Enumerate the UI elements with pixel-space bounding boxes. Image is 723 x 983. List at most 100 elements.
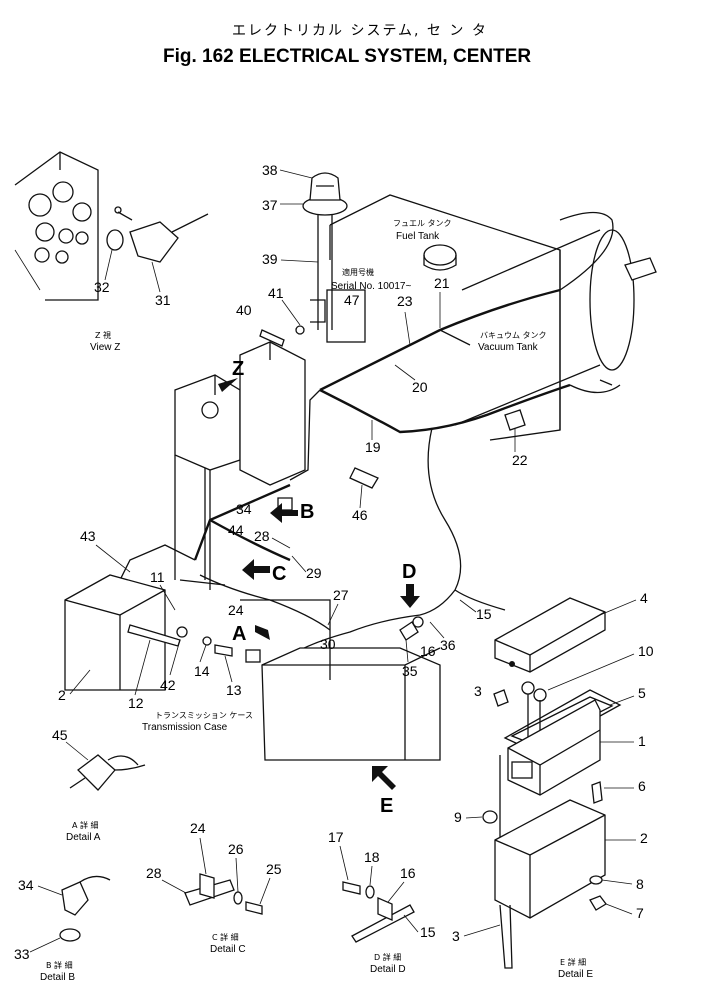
dashboard-panel-view-z xyxy=(14,151,209,301)
part-number-17: 17 xyxy=(328,829,344,845)
switch-22 xyxy=(504,409,526,431)
title-japanese: エレクトリカル システム, セ ン タ xyxy=(232,23,488,39)
switch-31 xyxy=(129,221,179,263)
washer-33 xyxy=(59,928,81,942)
washer-8 xyxy=(589,875,603,885)
view-letter-d: D xyxy=(402,561,416,583)
part-number-20: 20 xyxy=(412,379,428,395)
part-number-3e: 3 xyxy=(452,928,460,944)
part-number-42: 42 xyxy=(160,677,176,693)
part-number-47: 47 xyxy=(344,292,360,308)
arrow-z xyxy=(218,378,238,392)
beacon-lamp xyxy=(302,172,348,330)
battery-cover-4 xyxy=(494,597,606,673)
sensor-34 xyxy=(59,875,111,942)
part-number-10: 10 xyxy=(638,643,654,659)
clamp-assembly-d xyxy=(342,881,415,943)
washer-14 xyxy=(202,636,212,646)
detail-d-label-jp: D 詳 細 xyxy=(374,952,401,962)
vacuum-tank-label-jp: バキュウム タンク xyxy=(480,331,547,340)
part-number-2: 2 xyxy=(58,687,66,703)
sensor-46 xyxy=(349,467,379,489)
part-number-24: 24 xyxy=(228,602,244,618)
detail-b-label: Detail B xyxy=(40,972,75,983)
view-letter-z: Z xyxy=(232,358,244,380)
view-letter-b: B xyxy=(300,501,314,523)
detail-e-label: Detail E xyxy=(558,969,593,980)
part-number-4: 4 xyxy=(640,590,648,606)
nut-7 xyxy=(589,895,607,911)
bolt-25 xyxy=(245,901,263,915)
part-number-34b: 34 xyxy=(18,877,34,893)
part-number-24c: 24 xyxy=(190,820,206,836)
view-z-label: View Z xyxy=(90,342,120,353)
part-number-28c: 28 xyxy=(146,865,162,881)
part-number-38: 38 xyxy=(262,162,278,178)
part-number-16: 16 xyxy=(420,643,436,659)
serial-box xyxy=(326,289,366,343)
detail-a-label: Detail A xyxy=(66,832,101,843)
view-letter-a: A xyxy=(232,623,246,645)
washer-18 xyxy=(365,885,375,899)
battery-case-2 xyxy=(494,799,606,919)
part-number-26: 26 xyxy=(228,841,244,857)
part-number-15: 15 xyxy=(476,606,492,622)
part-number-25: 25 xyxy=(266,861,282,877)
part-number-22: 22 xyxy=(512,452,528,468)
part-number-45: 45 xyxy=(52,727,68,743)
part-number-18: 18 xyxy=(364,849,380,865)
part-number-43: 43 xyxy=(80,528,96,544)
bolt-17 xyxy=(342,881,361,895)
part-number-15d: 15 xyxy=(420,924,436,940)
serial-label: Serial No. 10017~ xyxy=(331,281,411,292)
washer-26 xyxy=(233,891,243,905)
clip-16d xyxy=(377,897,393,921)
part-number-30: 30 xyxy=(320,636,336,652)
fuel-tank-label-jp: フュエル タンク xyxy=(393,219,452,228)
battery-1 xyxy=(507,699,601,796)
part-number-19: 19 xyxy=(365,439,381,455)
part-number-33: 33 xyxy=(14,946,30,962)
fuel-tank xyxy=(329,194,657,441)
part-number-34: 34 xyxy=(236,501,252,517)
fuel-tank-label: Fuel Tank xyxy=(396,231,440,242)
part-number-37: 37 xyxy=(262,197,278,213)
part-number-1: 1 xyxy=(638,733,646,749)
part-number-31: 31 xyxy=(155,292,171,308)
part-number-6: 6 xyxy=(638,778,646,794)
serial-label-jp: 適用号機 xyxy=(342,267,374,277)
part-number-35: 35 xyxy=(402,663,418,679)
part-number-32: 32 xyxy=(94,279,110,295)
part-number-46: 46 xyxy=(352,507,368,523)
arrow-b xyxy=(270,503,298,523)
part-number-29: 29 xyxy=(306,565,322,581)
part-number-5: 5 xyxy=(638,685,646,701)
part-number-7: 7 xyxy=(636,905,644,921)
u-bolt-3 xyxy=(499,904,513,969)
view-letter-c: C xyxy=(272,563,286,585)
part-number-8: 8 xyxy=(636,876,644,892)
part-number-40: 40 xyxy=(236,302,252,318)
detail-a-label-jp: A 詳 細 xyxy=(72,820,99,830)
view-letter-e: E xyxy=(380,795,393,817)
view-z-label-jp: Z 視 xyxy=(95,331,111,340)
arrow-c xyxy=(242,559,270,580)
part-number-11: 11 xyxy=(150,569,165,585)
grommet-9 xyxy=(482,810,498,824)
part-number-2e: 2 xyxy=(640,830,648,846)
detail-c-label-jp: C 詳 細 xyxy=(212,932,239,942)
arrow-a xyxy=(255,625,270,640)
part-number-14: 14 xyxy=(194,663,210,679)
washer-41 xyxy=(295,325,305,335)
part-number-39: 39 xyxy=(262,251,278,267)
ring-nut-32 xyxy=(106,229,124,251)
figure-title: Fig. 162 ELECTRICAL SYSTEM, CENTER xyxy=(163,46,531,67)
cab-box-left xyxy=(174,341,306,590)
switch-45 xyxy=(69,754,146,791)
part-number-13: 13 xyxy=(226,682,242,698)
detail-b-label-jp: B 詳 細 xyxy=(46,960,73,970)
arrow-e xyxy=(372,766,396,790)
connector-35 xyxy=(399,621,419,641)
part-number-16d: 16 xyxy=(400,865,416,881)
